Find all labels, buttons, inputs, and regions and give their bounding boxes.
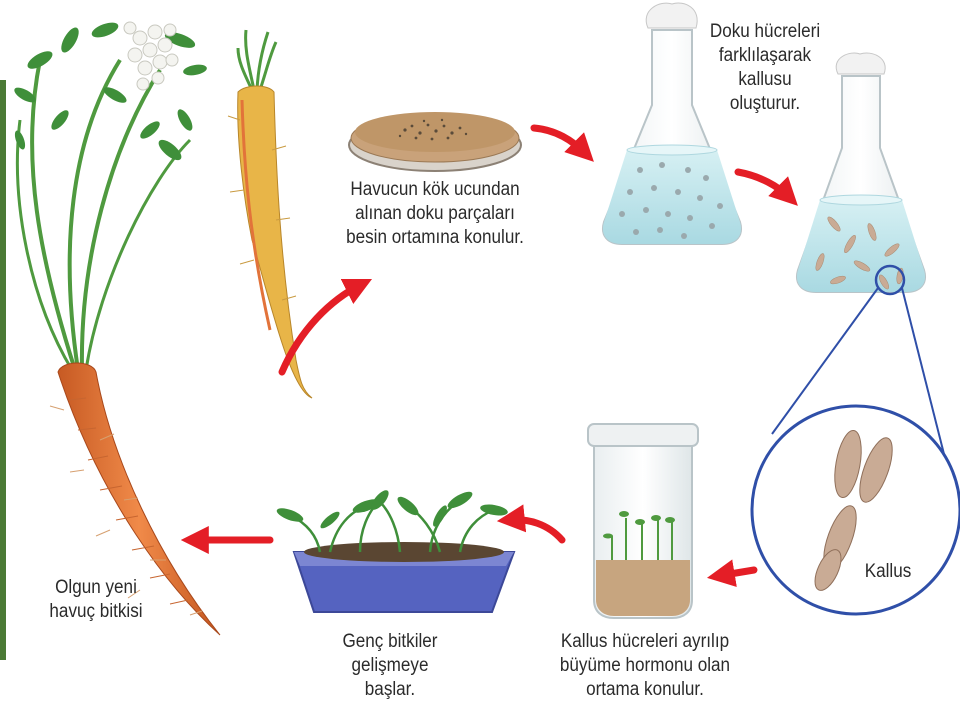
caption-callus-forming-line-3: kallusu [738, 69, 792, 90]
caption-young: Genç bitkiler gelişmeye başlar. [327, 630, 453, 702]
arrow-callus-to-jar [706, 559, 758, 588]
caption-tissue-line-1: Havucun kök ucundan [350, 179, 520, 200]
caption-hormone-line-3: ortama konulur. [586, 679, 704, 700]
caption-tissue-line-3: besin ortamına konulur. [346, 227, 524, 248]
arrow-dish-to-flask1 [530, 124, 594, 162]
planting-tray [276, 490, 516, 613]
edge-strip [0, 80, 6, 660]
mature-carrot-plant [14, 21, 221, 636]
caption-hormone-line-1: Kallus hücreleri ayrılıp [560, 631, 730, 652]
caption-callus-forming-line-4: oluşturur. [729, 93, 801, 114]
caption-mature-line-2: havuç bitkisi [49, 601, 143, 622]
caption-hormone: Kallus hücreleri ayrılıp büyüme hormonu … [515, 630, 776, 702]
caption-callus-line: Kallus [864, 561, 912, 582]
caption-callus-forming-line-2: farklılaşarak [718, 45, 812, 66]
caption-tissue: Havucun kök ucundan alınan doku parçalar… [314, 178, 557, 250]
callus-magnifier [750, 264, 960, 616]
flask-callus [796, 52, 926, 293]
arrow-flask1-to-flask2 [734, 168, 798, 206]
caption-young-line-2: gelişmeye [351, 655, 429, 676]
callus-cells [814, 429, 893, 591]
caption-young-line-3: başlar. [364, 679, 416, 700]
jar-with-sprouts [587, 423, 699, 619]
caption-callus-forming-line-1: Doku hücreleri [709, 21, 821, 42]
arrow-root-to-dish [278, 278, 373, 376]
caption-hormone-line-2: büyüme hormonu olan [559, 655, 731, 676]
arrow-jar-to-tray [496, 504, 566, 544]
caption-callus-forming: Doku hücreleri farklılaşarak kallusu olu… [698, 20, 833, 116]
flask-medium [602, 2, 742, 245]
petri-dish [348, 112, 522, 172]
caption-tissue-line-2: alınan doku parçaları [355, 203, 515, 224]
caption-callus: Kallus [850, 560, 926, 584]
caption-young-line-1: Genç bitkiler [342, 631, 438, 652]
caption-mature: Olgun yeni havuç bitkisi [33, 576, 159, 624]
caption-mature-line-1: Olgun yeni [55, 577, 137, 598]
carrot-root-sample [227, 29, 313, 399]
